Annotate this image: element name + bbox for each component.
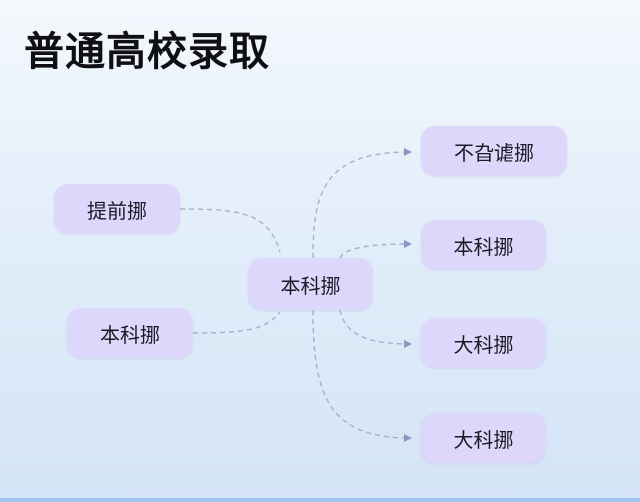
page-title: 普通高校录取: [24, 29, 270, 75]
bottom-accent-bar: [0, 498, 640, 502]
connector-left-bottom: [192, 311, 281, 334]
connector-to-right-2: [339, 240, 412, 259]
node-left-top[interactable]: 提前挪: [54, 184, 180, 234]
connector-to-right-4: [312, 309, 412, 442]
node-center[interactable]: 本科挪: [248, 258, 373, 310]
node-left-bottom[interactable]: 本科挪: [67, 308, 193, 358]
node-right-1[interactable]: 不旮谑挪: [421, 126, 567, 176]
connector-to-right-3: [339, 309, 412, 348]
node-right-2[interactable]: 本科挪: [421, 220, 546, 270]
node-right-3[interactable]: 大科挪: [421, 318, 546, 368]
node-right-4[interactable]: 大科挪: [421, 413, 546, 463]
connector-to-right-1: [312, 148, 412, 259]
connector-left-top: [179, 208, 281, 253]
